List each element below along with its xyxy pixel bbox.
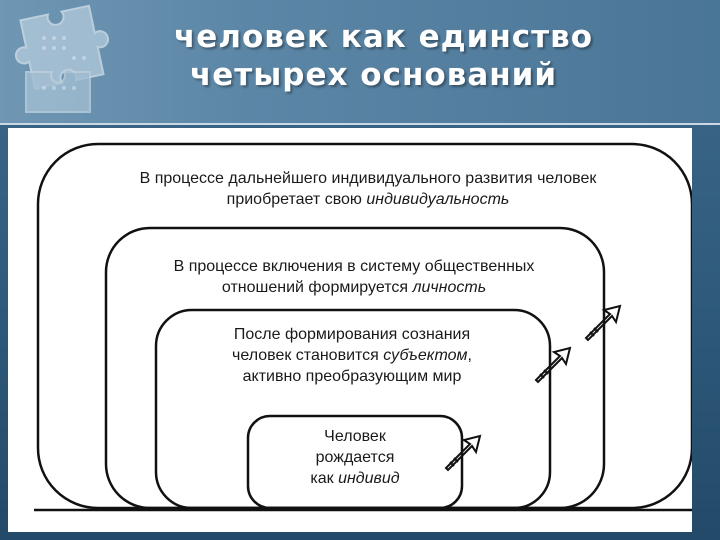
outer-line-2: приобретает свою индивидуальность [48, 189, 688, 210]
inner-box-text: Человек рождается как индивид [258, 426, 452, 489]
outer-box-text: В процессе дальнейшего индивидуального р… [48, 168, 688, 210]
third-line-3: активно преобразующим мир [242, 368, 462, 385]
title-line-2: четырех оснований [190, 57, 558, 93]
inner-emphasis: индивид [338, 470, 400, 487]
nested-boxes-diagram [34, 142, 692, 512]
inner-line-3-text: как [310, 470, 339, 487]
slide-title: человек как единство четырех оснований [130, 18, 710, 94]
second-line-2: отношений формируется личность [112, 277, 596, 298]
title-band [0, 0, 720, 125]
third-line-2-text: человек становится [232, 347, 384, 364]
outer-line-1: В процессе дальнейшего индивидуального р… [139, 170, 597, 187]
second-line-1: В процессе включения в систему обществен… [173, 258, 535, 275]
arrow-up-right-icon [584, 304, 622, 342]
third-emphasis: субъектом [383, 347, 468, 364]
puzzle-logo-icon [14, 4, 109, 113]
diagram-panel: В процессе дальнейшего индивидуального р… [8, 128, 692, 532]
inner-line-3: как индивид [258, 468, 452, 489]
arrow-up-right-icon [534, 346, 572, 384]
third-box-text: После формирования сознания человек стан… [162, 324, 542, 387]
inner-line-1: Человек [324, 428, 386, 445]
second-emphasis: личность [412, 279, 487, 296]
third-line-1: После формирования сознания [233, 326, 471, 343]
inner-line-2: рождается [315, 449, 395, 466]
arrow-up-right-icon [444, 434, 482, 472]
second-line-2-text: отношений формируется [221, 279, 413, 296]
third-line-2-suffix: , [467, 347, 472, 364]
inner-box [246, 414, 464, 510]
title-line-1: человек как единство [174, 19, 594, 55]
third-line-2: человек становится субъектом, [162, 345, 542, 366]
outer-line-2-text: приобретает свою [226, 191, 367, 208]
second-box-text: В процессе включения в систему обществен… [112, 256, 596, 298]
outer-emphasis: индивидуальность [366, 191, 510, 208]
